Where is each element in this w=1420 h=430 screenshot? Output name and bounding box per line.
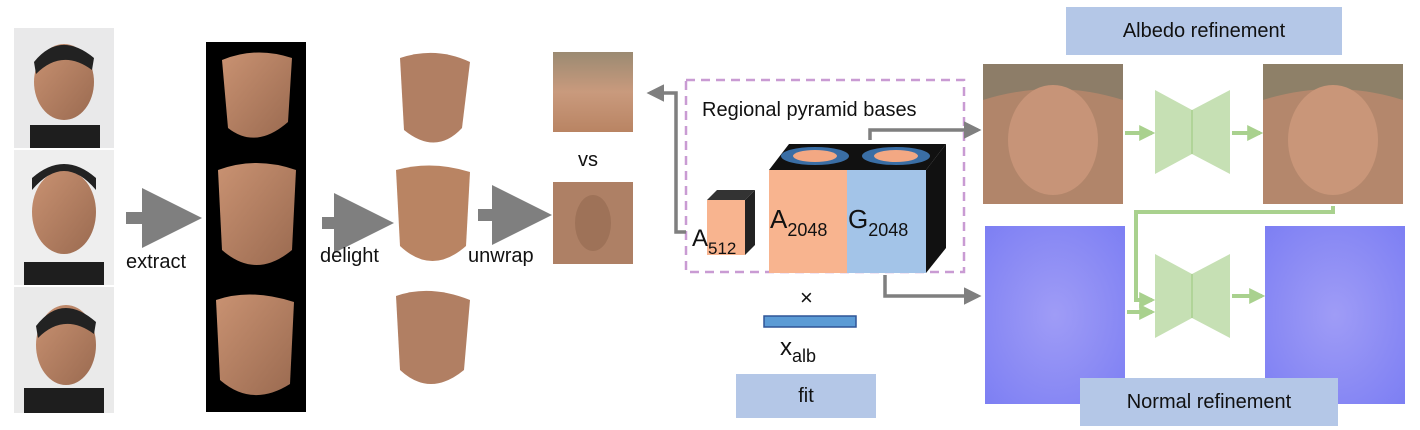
extracted-faces	[206, 42, 306, 412]
vs-label: vs	[578, 149, 598, 171]
normal-arrow	[883, 275, 982, 305]
a512-label: A	[692, 225, 708, 252]
x-alb-subscript: alb	[792, 346, 816, 366]
basis-cubes	[707, 144, 946, 273]
svg-text:A512: A512	[692, 225, 736, 258]
fit-feedback-arrow	[646, 84, 686, 234]
delit-face-3	[396, 290, 470, 384]
cube-g2048	[847, 170, 926, 273]
fit-box: fit	[736, 374, 876, 418]
x-alb-label: x	[780, 334, 792, 361]
extracted-face-1	[222, 52, 292, 138]
fit-label: fit	[798, 384, 814, 407]
times-label: ×	[800, 285, 813, 310]
a2048-subscript: 2048	[787, 220, 827, 240]
normal-refinement-label: Normal refinement	[1126, 390, 1292, 413]
unwrap-label: unwrap	[468, 245, 534, 267]
svg-text:xalb: xalb	[780, 334, 816, 366]
a2048-label: A	[770, 204, 788, 234]
g2048-subscript: 2048	[868, 220, 908, 240]
a512-subscript: 512	[708, 239, 736, 258]
delit-face-2	[396, 165, 470, 261]
delight-label: delight	[320, 245, 379, 267]
delit-faces	[396, 52, 470, 384]
normal-refinement-box: Normal refinement	[1080, 378, 1338, 426]
normal-coarse-map	[985, 226, 1125, 404]
delit-face-1	[400, 52, 470, 143]
cube-a512	[707, 200, 745, 255]
input-photos	[14, 28, 114, 413]
g2048-label: G	[848, 204, 868, 234]
fitted-uv-texture	[553, 52, 633, 132]
albedo-to-normal-arrow	[1134, 206, 1335, 308]
albedo-arrow	[868, 121, 982, 140]
albedo-refinement-label: Albedo refinement	[1122, 19, 1286, 42]
albedo-refinement-box: Albedo refinement	[1066, 7, 1342, 55]
normal-refined-map	[1265, 226, 1405, 404]
svg-text:G2048: G2048	[848, 204, 908, 240]
extracted-face-2	[218, 163, 296, 265]
cube-a2048	[769, 170, 847, 273]
x-alb-vector	[763, 315, 857, 328]
extracted-face-3	[216, 294, 294, 396]
pyramid-title: Regional pyramid bases	[702, 99, 917, 121]
svg-text:A2048: A2048	[770, 204, 827, 240]
extract-label: extract	[126, 251, 186, 273]
